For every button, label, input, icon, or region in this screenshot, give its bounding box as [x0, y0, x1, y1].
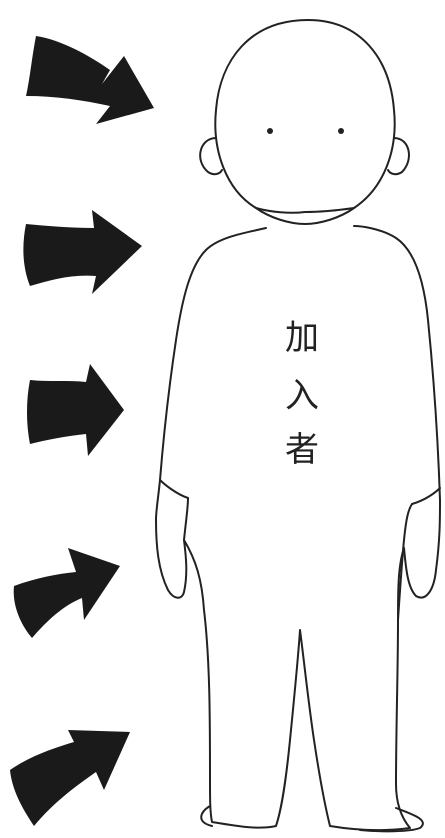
- arrows-group: [10, 36, 154, 826]
- arrow-icon-1: [26, 36, 154, 124]
- chin-line: [255, 207, 355, 214]
- right-eye: [338, 128, 344, 134]
- left-arm-inner-line: [183, 497, 189, 541]
- right-sleeve-line: [411, 487, 441, 505]
- left-sleeve-line: [159, 479, 189, 499]
- arrow-icon-4: [13, 548, 121, 638]
- left-foot: [200, 805, 213, 827]
- arrow-icon-3: [27, 364, 124, 456]
- body-label-char-2: 入: [285, 376, 319, 416]
- arrow-icon-5: [10, 730, 130, 826]
- head-outline: [214, 19, 396, 225]
- arrow-icon-2: [23, 210, 143, 294]
- person-figure: [155, 19, 441, 833]
- eyes: [267, 128, 344, 134]
- body-label-char-3: 者: [285, 430, 319, 470]
- body-label-char-1: 加: [285, 318, 319, 358]
- left-ear: [199, 137, 223, 176]
- right-ear: [387, 137, 410, 176]
- right-arm-inner-line: [397, 503, 413, 621]
- left-eye: [267, 128, 273, 134]
- body-outline: [155, 225, 441, 832]
- right-foot: [359, 807, 424, 833]
